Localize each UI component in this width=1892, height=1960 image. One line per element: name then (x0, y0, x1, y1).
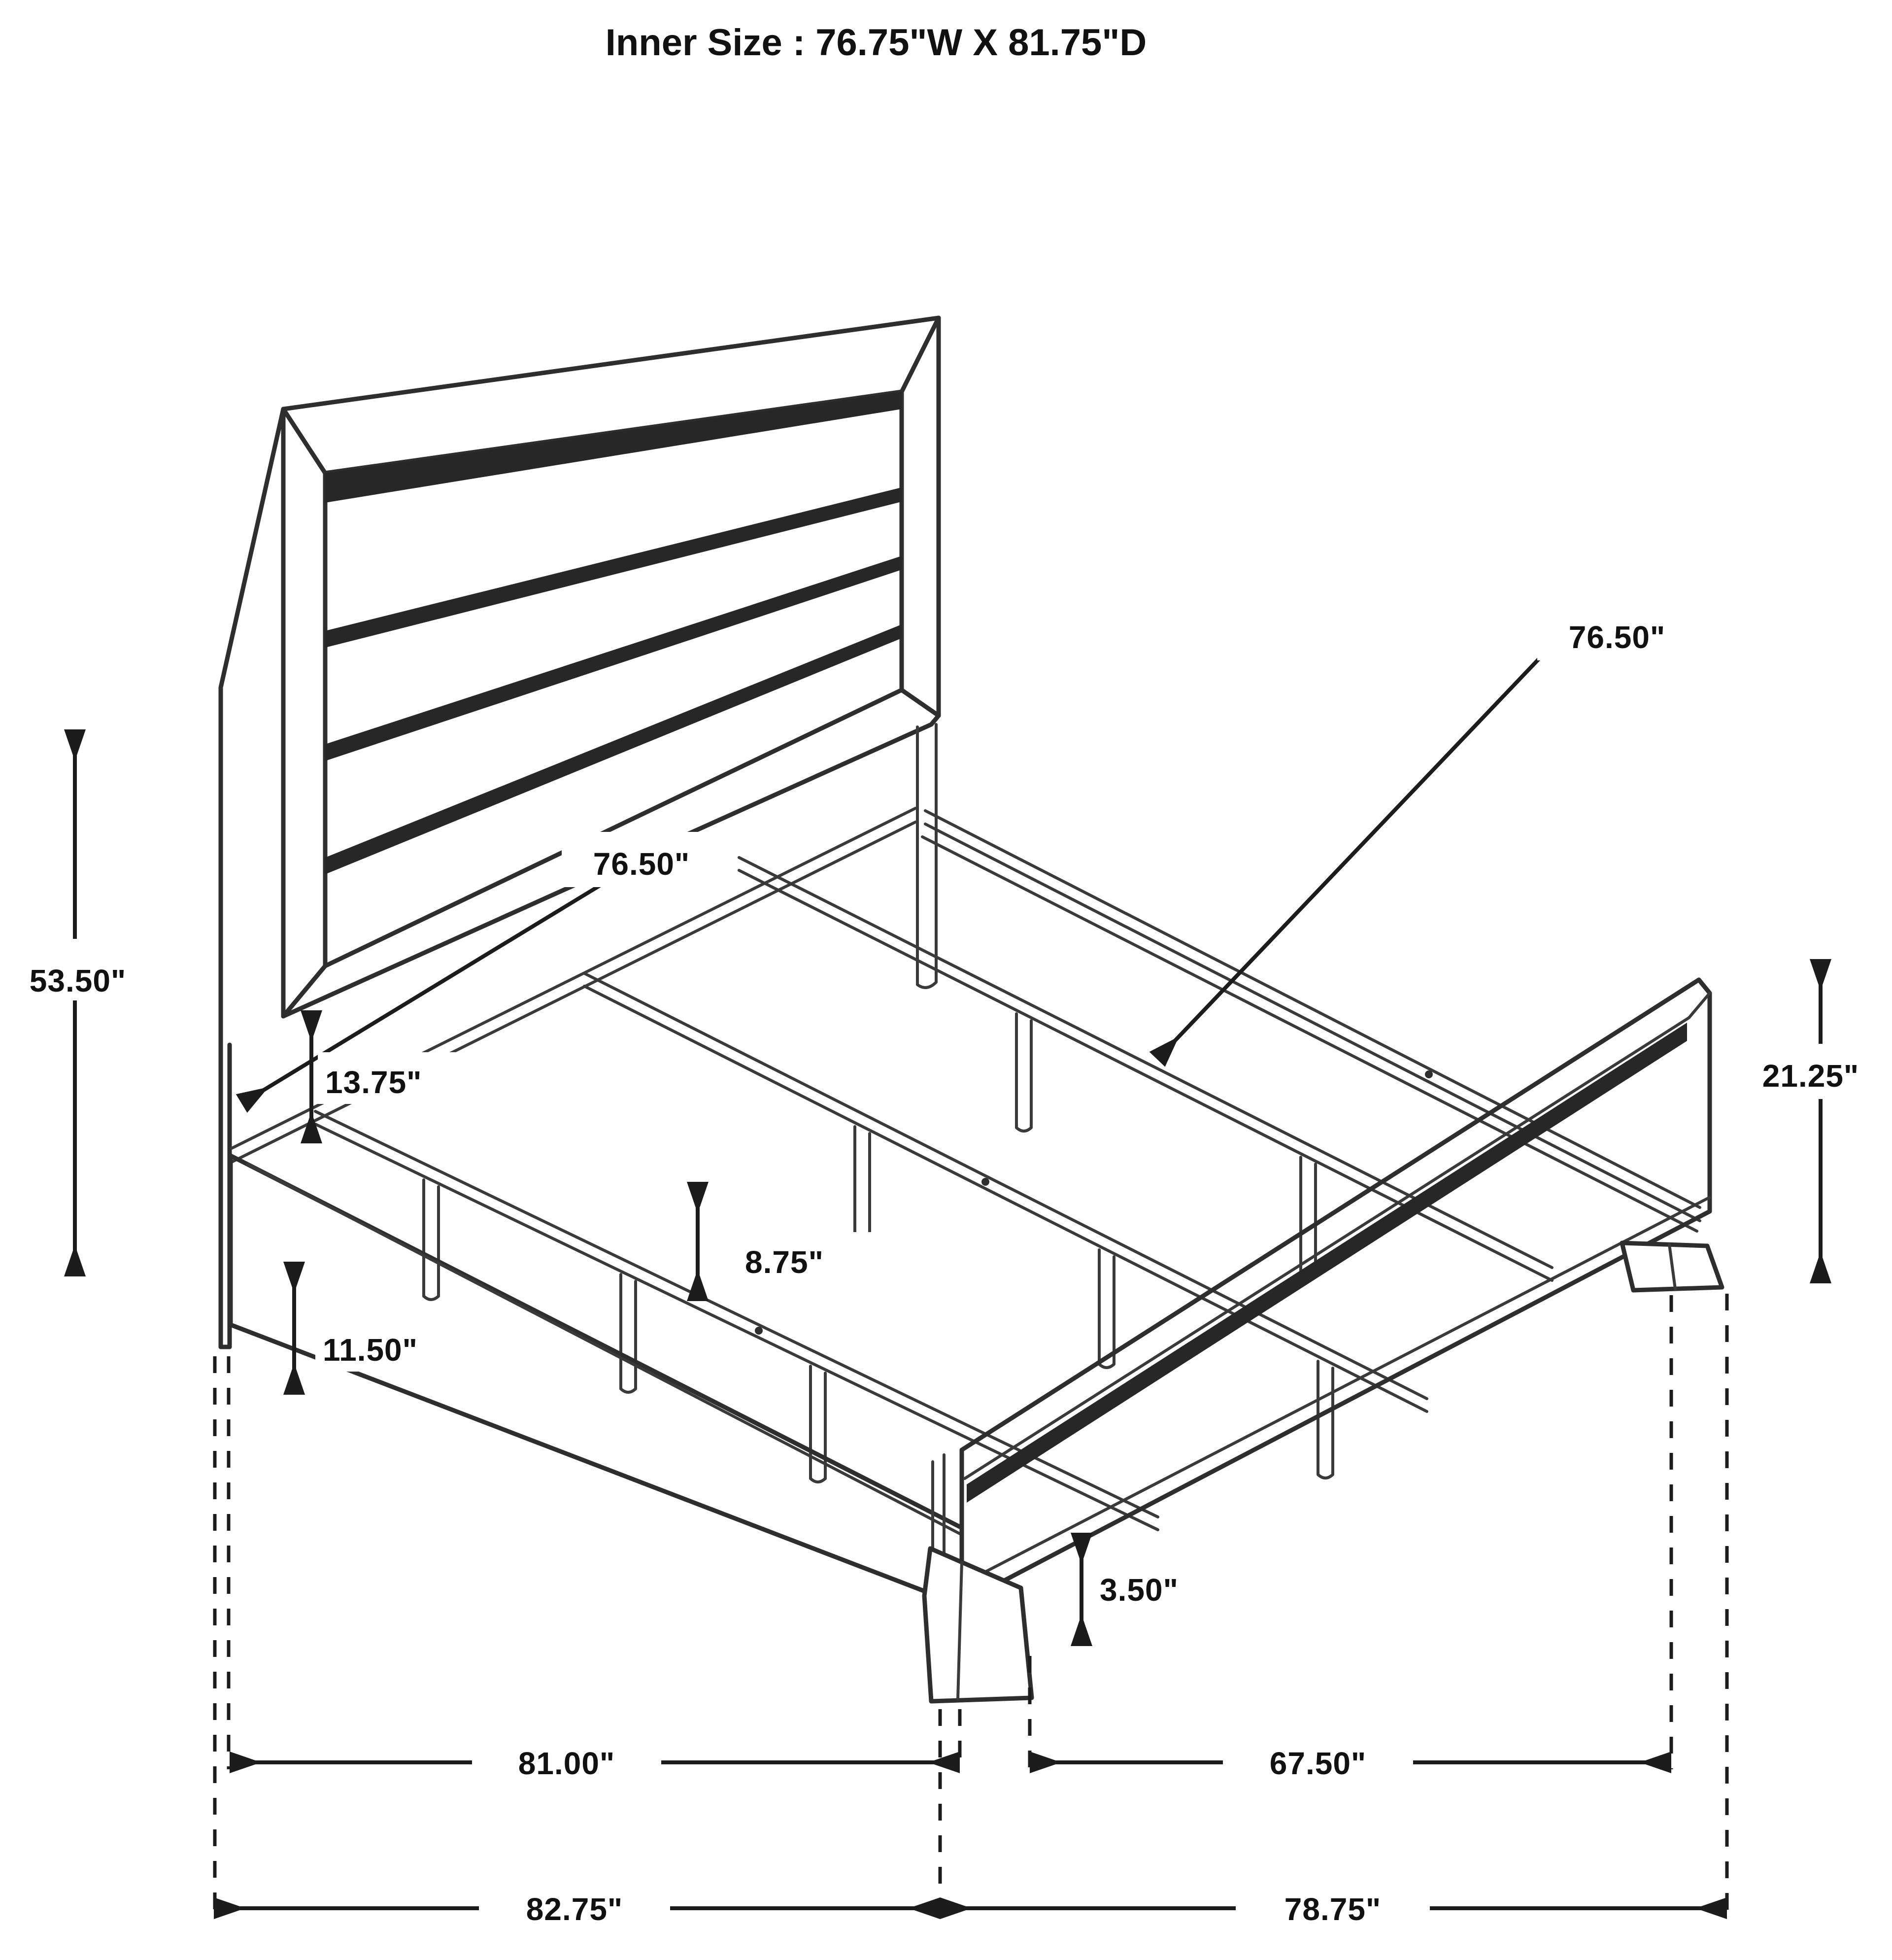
side-rail-top-inner-edge (246, 1163, 961, 1535)
label-bg-support-leg (737, 1232, 889, 1284)
headboard (218, 315, 941, 1349)
support-leg-1 (422, 1178, 440, 1301)
leader-headboard-rail (236, 879, 608, 1113)
support-leg-5 (1098, 1248, 1115, 1369)
headboard-top-groove (325, 392, 902, 503)
footboard-right-foot-edge (1668, 1243, 1677, 1290)
dimension-arrows (64, 654, 1831, 1919)
extension-lines (213, 1294, 1729, 1915)
dim-label-overall-depth: 82.75" (526, 1891, 623, 1927)
rail-screw-dot-2 (981, 1178, 989, 1186)
label-bg-headboard-height (5, 939, 153, 1000)
dim-label-side-rail-height: 11.50" (323, 1332, 418, 1368)
support-leg-6 (1317, 1360, 1334, 1479)
support-leg-4 (853, 1125, 871, 1246)
support-leg-3 (809, 1365, 827, 1483)
support-leg-2 (619, 1273, 637, 1394)
footboard-groove (967, 1023, 1687, 1503)
label-bg-headboard-rail (562, 832, 722, 887)
label-bg-footboard-height (1728, 1044, 1892, 1099)
dim-label-headboard-rail-length: 76.50" (593, 846, 690, 882)
footboard-outline (959, 977, 1712, 1605)
label-bg-side-rail (315, 1320, 485, 1372)
rail-screw-dot-1 (755, 1327, 763, 1335)
rail-screw-dot-3 (1425, 1070, 1433, 1078)
dim-label-overall-width: 78.75" (1284, 1891, 1382, 1927)
leader-center-rail (1149, 654, 1544, 1067)
headboard-groove-1 (325, 487, 902, 648)
footboard (922, 977, 1724, 1704)
footboard-front-foot-edge (956, 1561, 963, 1701)
dim-label-headboard-height: 53.50" (30, 963, 127, 998)
far-side-rail (921, 809, 1701, 1233)
headboard-right-post (916, 723, 938, 989)
label-bg-center-rail (1537, 605, 1697, 660)
support-rail-middle (583, 972, 1428, 1413)
headboard-bevel-miters (281, 315, 941, 1019)
side-rail (228, 1153, 962, 1594)
dim-label-footboard-span: 67.50" (1270, 1746, 1367, 1781)
diagram-title: Inner Size : 76.75"W X 81.75"D (606, 22, 1147, 64)
dimension-labels: 53.50" 76.50" 76.50" 13.75" 8.75" 11.50"… (5, 605, 1892, 1927)
label-bg-panel-drop (318, 1052, 493, 1104)
dim-label-support-leg-height: 8.75" (745, 1244, 824, 1280)
dim-label-footboard-height: 21.25" (1762, 1058, 1859, 1094)
dim-label-inner-length: 81.00" (518, 1746, 615, 1781)
footboard-bottom-inner-edge (962, 1196, 1711, 1584)
headboard-groove-3 (325, 624, 902, 874)
footboard-bevel-edge (963, 992, 1711, 1480)
headboard-groove-2 (325, 556, 902, 761)
label-bg-foot-height (1093, 1560, 1233, 1612)
dim-label-foot-height: 3.50" (1100, 1572, 1179, 1608)
dim-label-center-rail-length: 76.50" (1569, 619, 1666, 655)
footboard-front-foot (922, 1546, 1034, 1704)
dim-label-panel-drop: 13.75" (325, 1065, 422, 1100)
support-leg-7 (1015, 1012, 1033, 1133)
